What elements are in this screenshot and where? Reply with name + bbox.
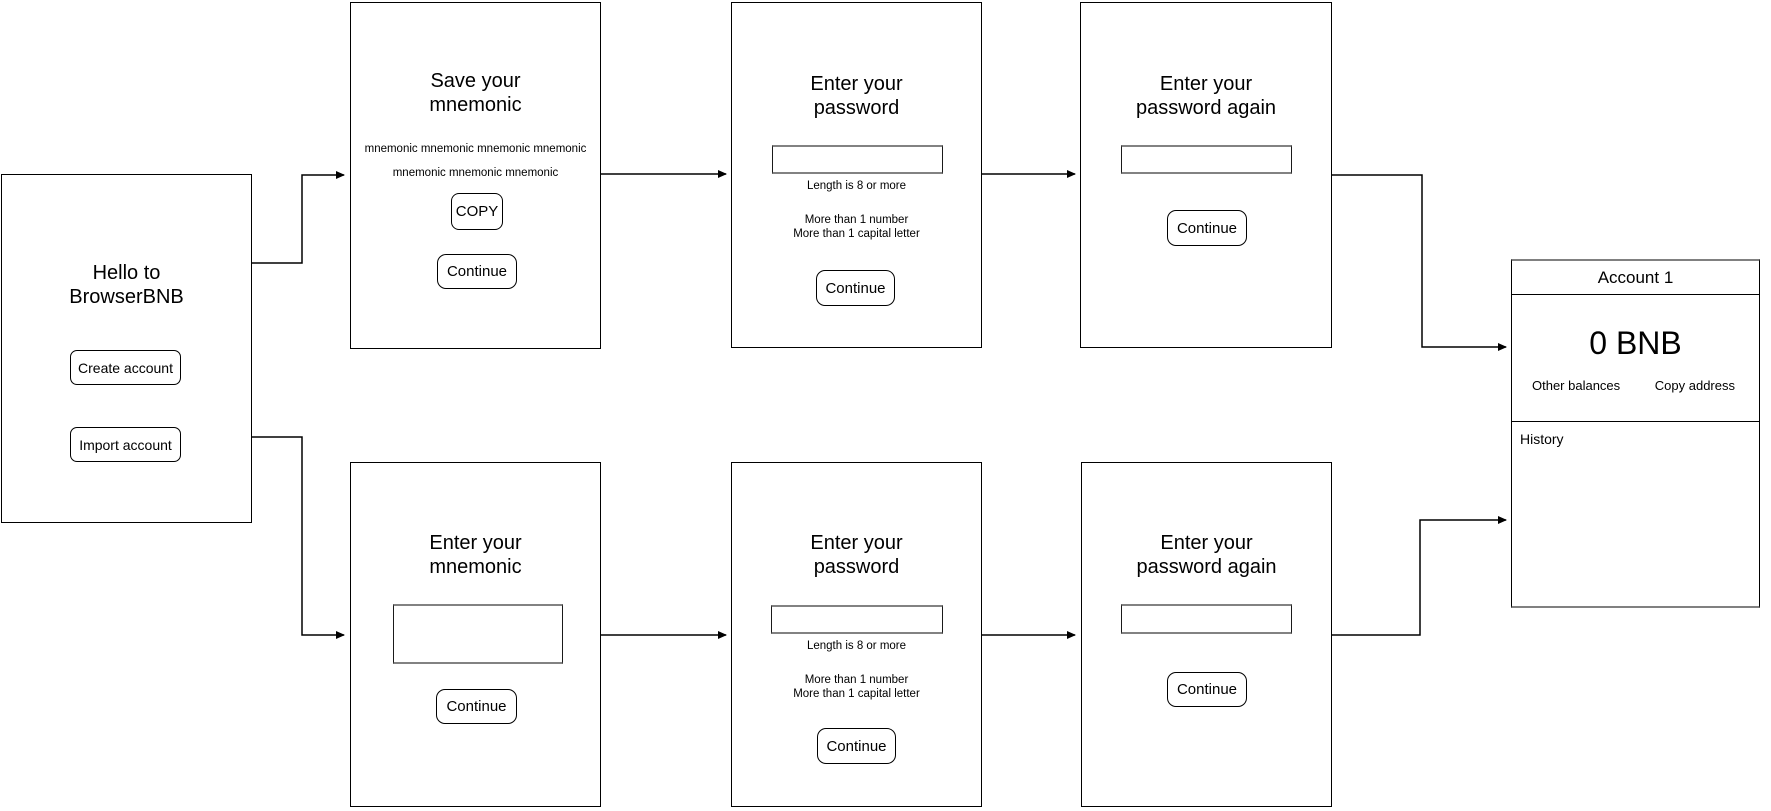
page-title: Enter your mnemonic [351,531,600,579]
mnemonic-words-row1: mnemonic mnemonic mnemonic mnemonic [364,143,587,155]
screen-welcome: Hello to BrowserBNB Create account Impor… [1,174,252,523]
page-title-line2: password [813,556,900,578]
continue-button[interactable]: Continue [816,270,895,306]
page-title-line1: Hello to [92,262,161,284]
copy-address-link[interactable]: Copy address [1654,378,1735,393]
password-hint-number: More than 1 number [804,214,909,226]
account-balance-section: 0 BNB Other balances Copy address [1512,295,1759,422]
password-hints: More than 1 number More than 1 capital l… [732,214,981,241]
import-account-button[interactable]: Import account [70,427,181,462]
page-title: Save your mnemonic [351,69,600,117]
password-hints: More than 1 number More than 1 capital l… [732,674,981,701]
password-input[interactable] [771,605,943,634]
copy-button[interactable]: COPY [451,193,503,230]
page-title-line1: Enter your [1159,73,1253,95]
continue-button[interactable]: Continue [1167,672,1247,707]
password-hint-length: Length is 8 or more [806,640,907,652]
create-account-button[interactable]: Create account [70,350,181,385]
page-title: Enter your password [732,531,981,579]
page-title: Enter your password again [1081,72,1331,120]
continue-button[interactable]: Continue [436,689,517,724]
connector-password-again-to-account [1332,174,1507,351]
password-hint-number: More than 1 number [804,674,909,686]
history-label: History [1520,431,1564,447]
password-hint-capital: More than 1 capital letter [793,227,920,240]
page-title-line1: Enter your [429,532,522,554]
password-hint-capital: More than 1 capital letter [793,687,920,700]
connector-welcome-to-save-mnemonic [252,171,345,264]
page-title-line1: Enter your [810,73,903,95]
continue-button[interactable]: Continue [1167,210,1247,246]
connector-welcome-to-enter-mnemonic [252,436,345,639]
mnemonic-words: mnemonic mnemonic mnemonic mnemonic mnem… [351,137,600,185]
password-again-input[interactable] [1121,604,1292,634]
page-title-line2: mnemonic [429,556,522,578]
account-title: Account 1 [1512,261,1759,295]
password-input[interactable] [772,145,943,174]
screen-enter-mnemonic: Enter your mnemonic Continue [350,462,601,807]
continue-button[interactable]: Continue [437,254,517,289]
page-title-line1: Save your [430,70,521,92]
other-balances-link[interactable]: Other balances [1532,378,1621,393]
continue-button[interactable]: Continue [817,728,896,764]
page-title-line1: Enter your [1160,532,1253,554]
password-hint-length: Length is 8 or more [806,180,907,192]
password-again-input[interactable] [1121,145,1292,174]
page-title: Enter your password [732,72,981,120]
screen-enter-password-create: Enter your password Length is 8 or more … [731,2,982,348]
screen-enter-password-again-create: Enter your password again Continue [1080,2,1332,348]
screen-save-mnemonic: Save your mnemonic mnemonic mnemonic mne… [350,2,601,349]
page-title-line2: password again [1136,556,1277,578]
page-title-line1: Enter your [810,532,903,554]
screen-enter-password-again-import: Enter your password again Continue [1081,462,1332,807]
balance-amount: 0 BNB [1589,325,1682,361]
panel-account: Account 1 0 BNB Other balances Copy addr… [1511,259,1760,608]
balance-actions: Other balances Copy address [1512,379,1759,393]
account-history-section: History [1512,422,1759,606]
page-title-line2: password [813,97,900,119]
page-title-line2: mnemonic [429,94,522,116]
page-title-line2: password again [1135,97,1277,119]
page-title-line2: BrowserBNB [69,286,184,308]
screen-enter-password-import: Enter your password Length is 8 or more … [731,462,982,807]
page-title: Hello to BrowserBNB [2,261,251,309]
page-title: Enter your password again [1082,531,1331,579]
mnemonic-words-row2: mnemonic mnemonic mnemonic [392,167,559,179]
connector-password-again-import-to-account [1332,516,1507,636]
mnemonic-textarea[interactable] [393,604,563,664]
